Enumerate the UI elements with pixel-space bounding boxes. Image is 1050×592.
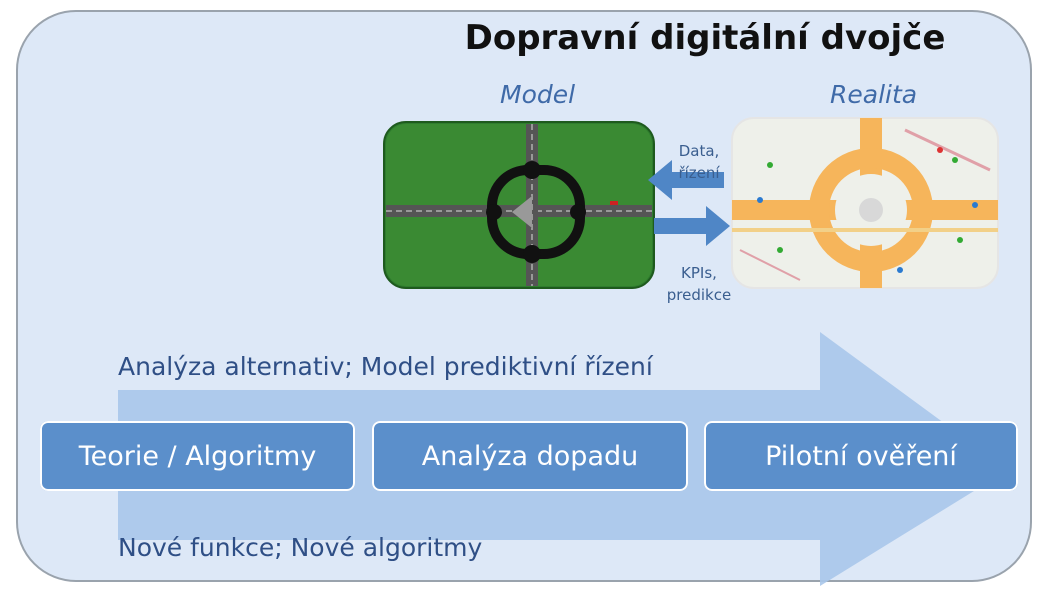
data-arrow [648,160,724,200]
reality-caption: Realita [830,80,918,109]
diagram-title: Dopravní digitální dvojče [464,18,946,58]
step-theory-algorithms: Teorie / Algoritmy [40,421,355,491]
model-simulation-image [383,121,655,289]
reality-map-image [731,117,999,289]
arrow-text-above: Analýza alternativ; Model prediktivní ří… [118,352,653,381]
data-arrow-label: Data, řízení [678,142,720,182]
model-caption: Model [500,80,576,109]
kpi-arrow-label: KPIs, predikce [666,264,732,304]
step-pilot-verification: Pilotní ověření [704,421,1018,491]
kpi-arrow [654,206,730,246]
arrow-text-below: Nové funkce; Nové algoritmy [118,533,483,562]
step-impact-analysis: Analýza dopadu [372,421,688,491]
